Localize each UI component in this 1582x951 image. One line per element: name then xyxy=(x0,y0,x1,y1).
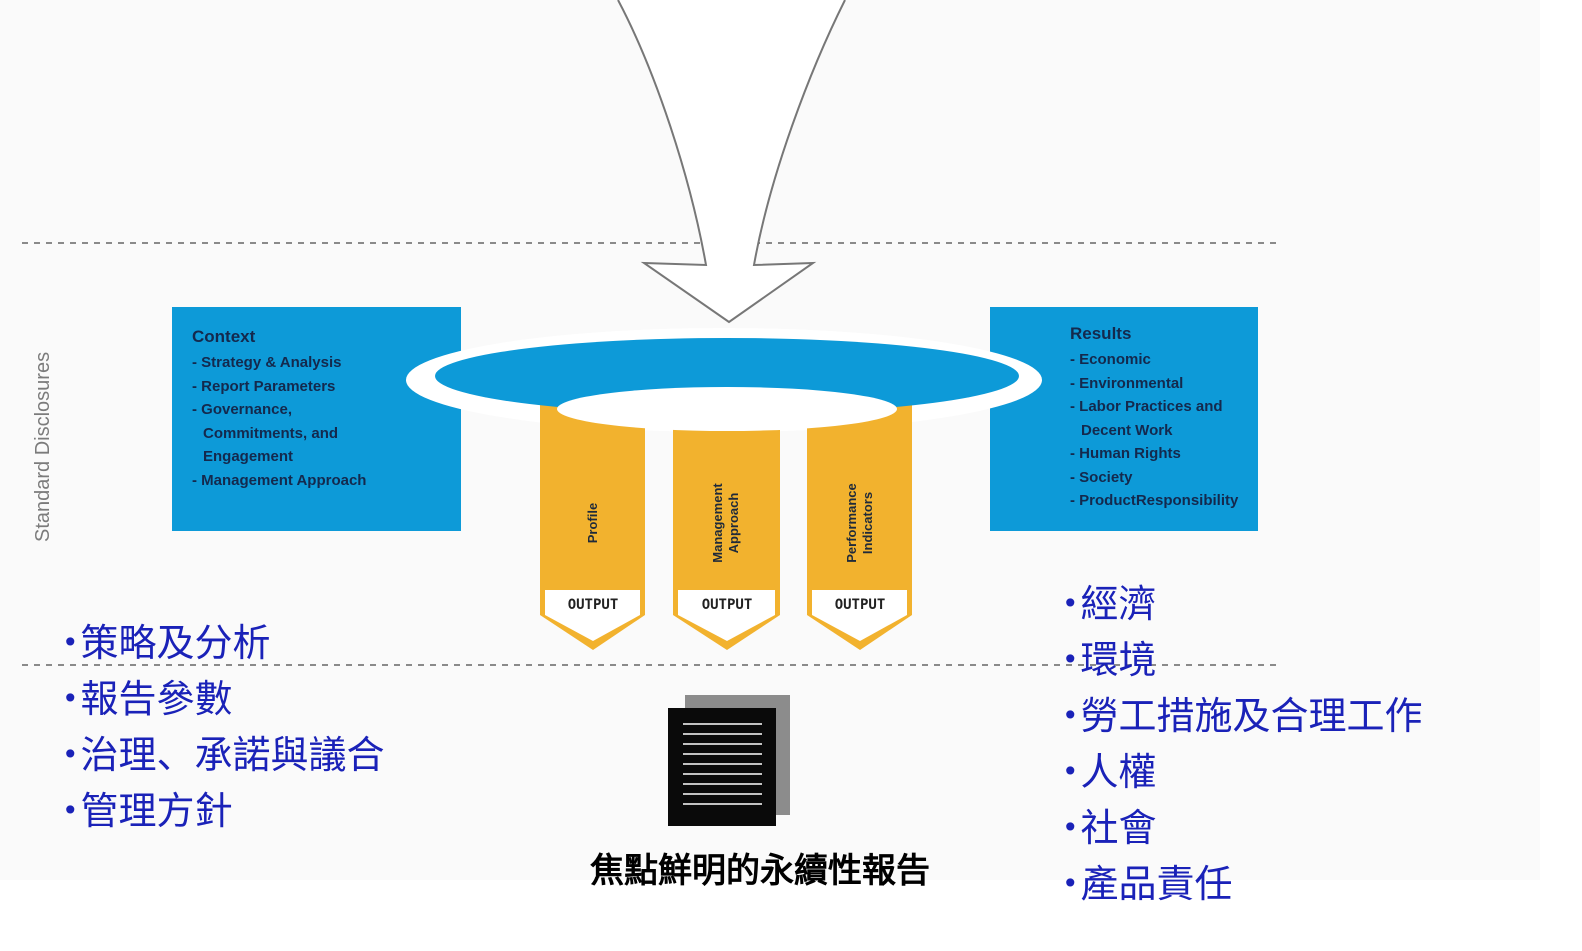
context-item: Commitments, and xyxy=(203,424,339,442)
bullet-icon: • xyxy=(1062,587,1079,620)
results-item: - Economic xyxy=(1070,351,1151,368)
bullet-icon: • xyxy=(62,626,79,659)
right-list-item: •社會 xyxy=(1062,800,1423,856)
bullet-icon: • xyxy=(62,738,79,771)
context-title: Context xyxy=(192,327,256,346)
results-item: - Human Rights xyxy=(1070,445,1181,462)
bullet-icon: • xyxy=(1062,755,1079,788)
column-label-line: Management xyxy=(710,483,725,563)
context-item: - Report Parameters xyxy=(192,377,336,395)
bullet-icon: • xyxy=(62,794,79,827)
right-list-item: •人權 xyxy=(1062,744,1423,800)
right-list-text: 經濟 xyxy=(1080,582,1157,626)
column-label-profile: Profile xyxy=(565,468,621,578)
bullet-icon: • xyxy=(1062,699,1079,732)
right-list-item: •環境 xyxy=(1062,632,1423,688)
context-item: - Governance, xyxy=(192,401,293,418)
output-inset-profile xyxy=(545,590,640,641)
column-label-line: Indicators xyxy=(860,491,875,555)
column-label-performance-indicators: Performance Indicators xyxy=(832,468,888,578)
bullet-icon: • xyxy=(62,682,79,715)
right-list-text: 產品責任 xyxy=(1080,862,1233,906)
results-item: - ProductResponsibility xyxy=(1070,492,1239,509)
left-list-text: 管理方針 xyxy=(80,789,233,833)
output-label-performance: OUTPUT xyxy=(834,597,886,613)
left-list-text: 治理、承諾與議合 xyxy=(80,733,385,777)
results-panel: Results - Economic - Environmental - Lab… xyxy=(990,307,1258,531)
blue-ring-ellipse xyxy=(435,338,1019,414)
output-label-profile: OUTPUT xyxy=(567,597,619,613)
left-list-item: •管理方針 xyxy=(62,783,385,839)
bullet-icon: • xyxy=(1062,867,1079,900)
left-list-item: •策略及分析 xyxy=(62,615,385,671)
right-list-text: 勞工措施及合理工作 xyxy=(1080,694,1423,738)
column-label-line: Performance xyxy=(844,483,859,563)
right-list-item: •產品責任 xyxy=(1062,856,1423,912)
ring-inner-opening xyxy=(557,387,897,431)
column-performance-shape xyxy=(807,385,912,650)
column-label-management-approach: Management Approach xyxy=(698,468,754,578)
context-panel: Context - Strategy & Analysis - Report P… xyxy=(172,307,461,531)
left-list-text: 策略及分析 xyxy=(80,621,271,665)
column-profile-shape xyxy=(540,385,645,650)
right-list-text: 環境 xyxy=(1080,638,1157,682)
left-list-item: •報告參數 xyxy=(62,671,385,727)
standard-disclosures-label: Standard Disclosures xyxy=(32,351,54,542)
bullet-icon: • xyxy=(1062,811,1079,844)
right-list-item: •勞工措施及合理工作 xyxy=(1062,688,1423,744)
context-item: - Management Approach xyxy=(192,471,367,489)
report-caption: 焦點鮮明的永續性報告 xyxy=(590,851,930,891)
left-chinese-list: •策略及分析 •報告參數 •治理、承諾與議合 •管理方針 xyxy=(62,615,385,839)
results-list: - Economic - Environmental - Labor Pract… xyxy=(1070,348,1258,513)
left-list-text: 報告參數 xyxy=(80,677,233,721)
results-item: - Environmental xyxy=(1070,374,1184,392)
output-label-management: OUTPUT xyxy=(701,597,753,613)
left-list-item: •治理、承諾與議合 xyxy=(62,727,385,783)
context-item: - Strategy & Analysis xyxy=(192,354,342,371)
column-label-line: Profile xyxy=(585,502,600,544)
results-item: Decent Work xyxy=(1081,421,1173,439)
column-management-shape xyxy=(673,385,780,650)
report-document-icon xyxy=(668,695,790,826)
output-inset-management xyxy=(678,590,775,641)
bullet-icon: • xyxy=(1062,643,1079,676)
results-title: Results xyxy=(1070,324,1132,343)
output-inset-performance xyxy=(812,590,907,641)
right-list-item: •經濟 xyxy=(1062,576,1423,632)
right-chinese-list: •經濟 •環境 •勞工措施及合理工作 •人權 •社會 •產品責任 xyxy=(1062,576,1423,912)
right-list-text: 人權 xyxy=(1080,750,1157,794)
results-item: - Labor Practices and xyxy=(1070,398,1223,415)
results-item: - Society xyxy=(1070,468,1133,486)
right-list-text: 社會 xyxy=(1080,806,1157,850)
context-list: - Strategy & Analysis - Report Parameter… xyxy=(192,351,461,492)
funnel-arrow-icon xyxy=(617,0,846,324)
column-label-line: Approach xyxy=(726,492,741,554)
context-item: Engagement xyxy=(203,448,294,465)
